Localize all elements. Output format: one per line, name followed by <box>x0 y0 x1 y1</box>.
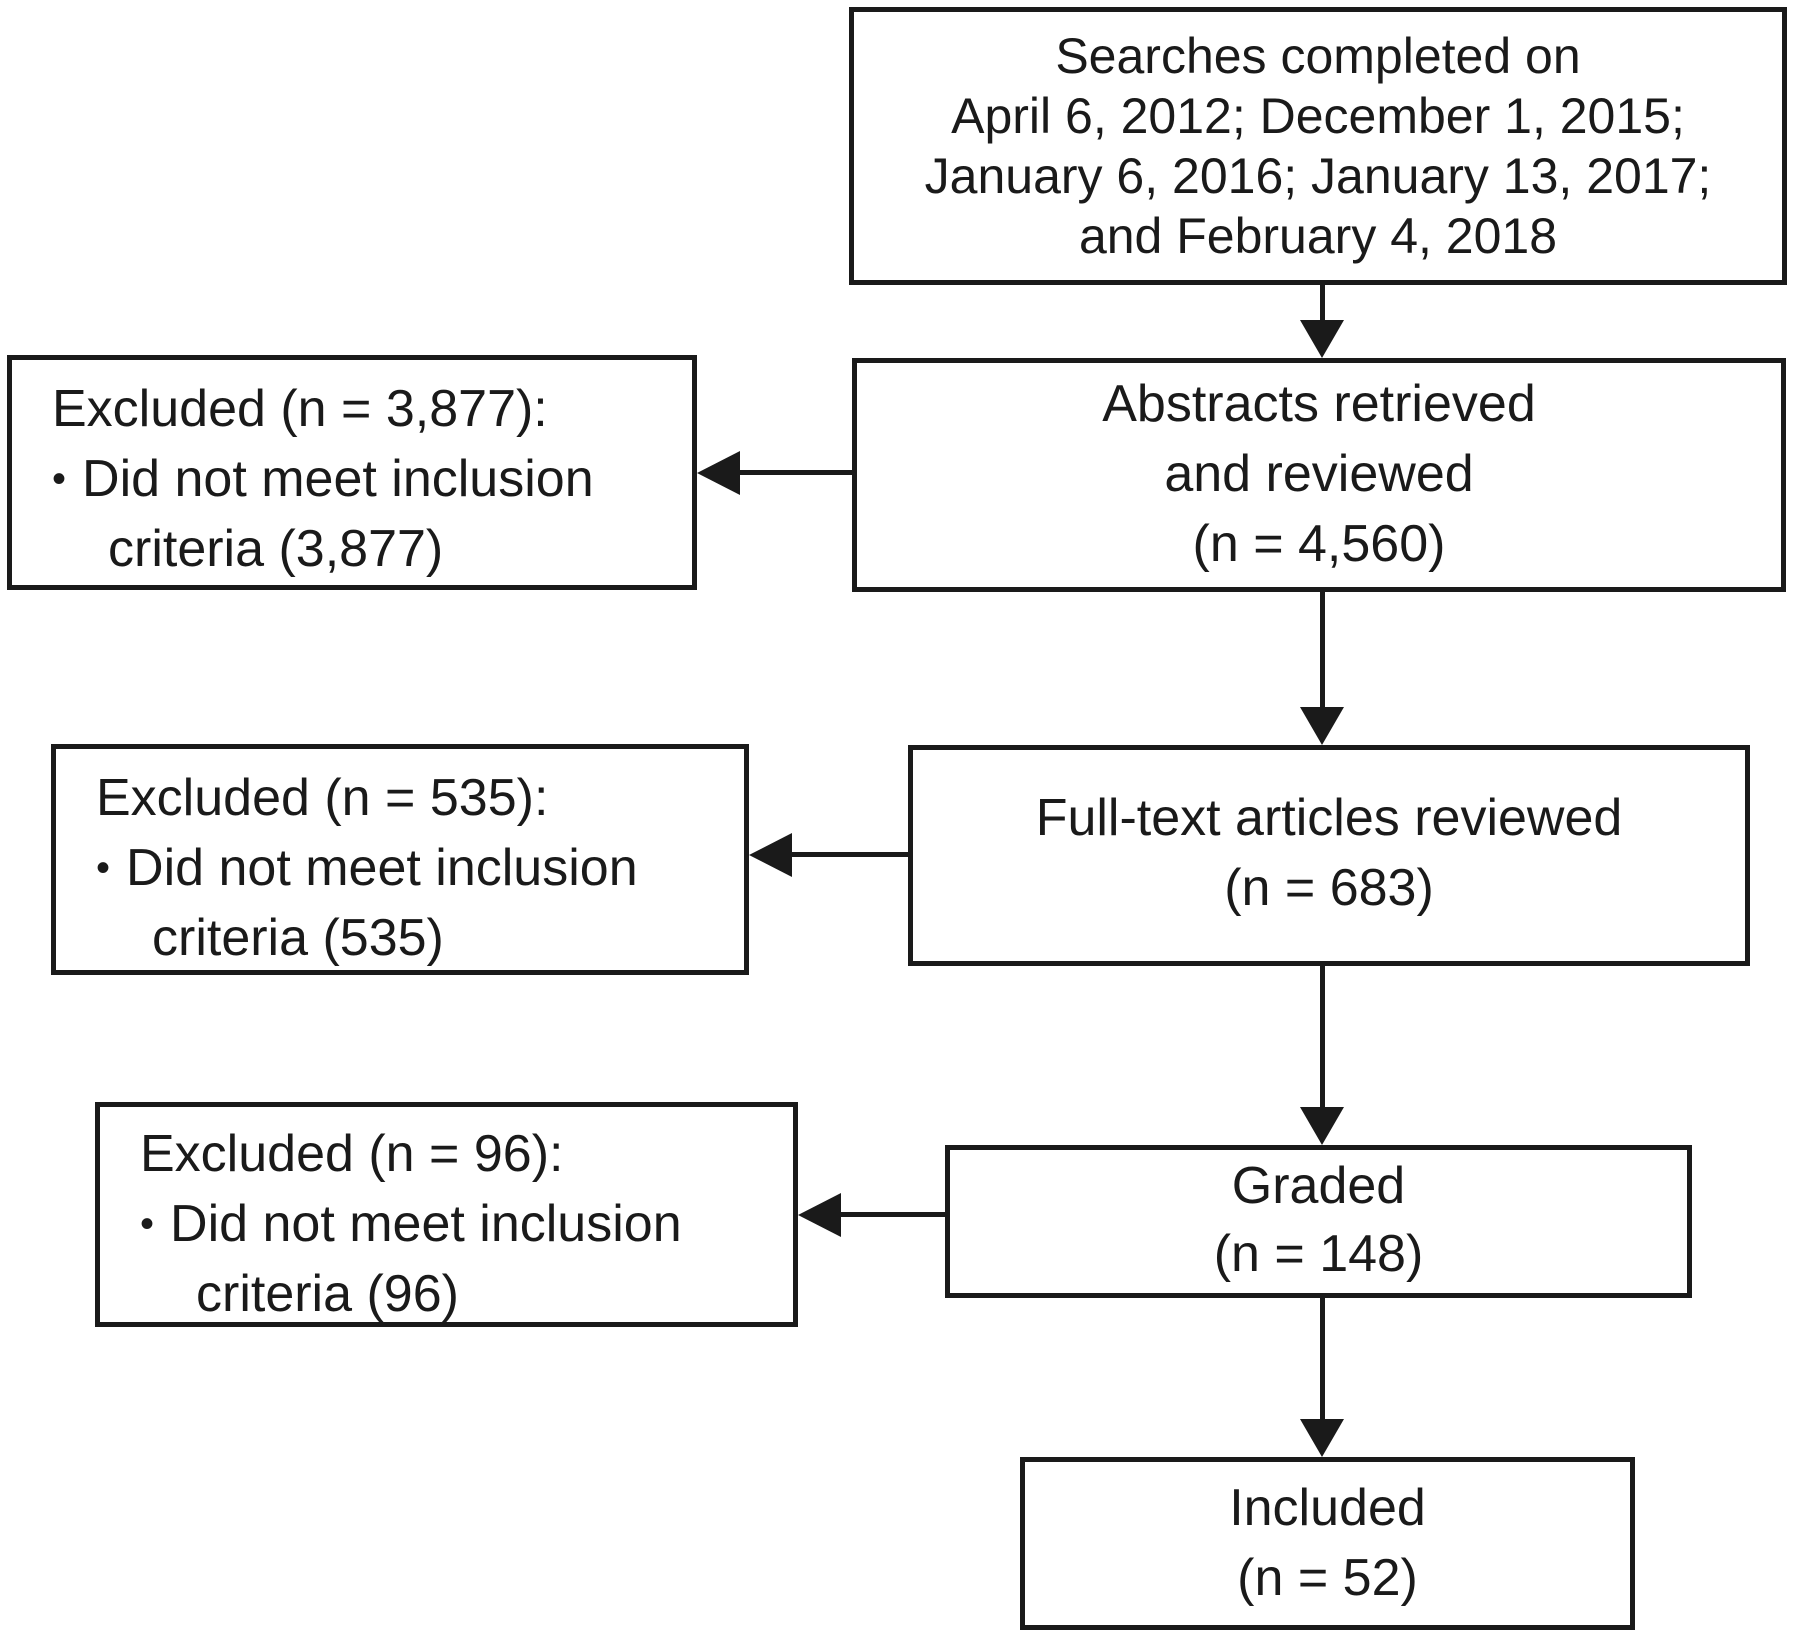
searches-completed-box: Searches completed on April 6, 2012; Dec… <box>849 7 1787 285</box>
searches-line-2: April 6, 2012; December 1, 2015; <box>951 88 1685 144</box>
arrowhead-down-icon <box>1300 707 1344 745</box>
abstracts-count: (n = 4,560) <box>1192 515 1446 573</box>
bullet-icon: • <box>96 846 111 890</box>
fulltext-reviewed-box: Full-text articles reviewed (n = 683) <box>908 745 1750 966</box>
excluded-graded-reason-cont: criteria (96) <box>196 1265 459 1323</box>
bullet-icon: • <box>140 1202 155 1246</box>
excluded-graded-reason: Did not meet inclusion <box>170 1195 682 1253</box>
excluded-fulltext-reason: Did not meet inclusion <box>126 839 638 897</box>
included-line-1: Included <box>1229 1479 1426 1537</box>
fulltext-line-1: Full-text articles reviewed <box>1035 789 1623 847</box>
excluded-graded-box: Excluded (n = 96): • Did not meet inclusi… <box>95 1102 798 1327</box>
searches-line-3: January 6, 2016; January 13, 2017; <box>924 148 1712 204</box>
included-count: (n = 52) <box>1237 1549 1418 1607</box>
arrow-abstracts-to-excluded <box>738 470 852 475</box>
bullet-icon: • <box>52 457 67 501</box>
searches-line-1: Searches completed on <box>1055 28 1581 84</box>
arrowhead-left-icon <box>697 451 740 495</box>
graded-count: (n = 148) <box>1213 1225 1424 1283</box>
searches-line-4: and February 4, 2018 <box>1078 208 1558 264</box>
excluded-graded-title: Excluded (n = 96): <box>140 1125 564 1183</box>
excluded-fulltext-bullet-line: • Did not meet inclusion <box>96 833 734 903</box>
excluded-graded-bullet-line: • Did not meet inclusion <box>140 1189 783 1259</box>
arrow-graded-to-included <box>1320 1298 1325 1422</box>
fulltext-count: (n = 683) <box>1224 859 1434 917</box>
excluded-abstracts-reason: Did not meet inclusion <box>82 450 594 508</box>
arrow-graded-to-excluded <box>839 1212 945 1217</box>
excluded-fulltext-box: Excluded (n = 535): • Did not meet inclus… <box>51 744 749 975</box>
excluded-abstracts-title: Excluded (n = 3,877): <box>52 380 548 438</box>
excluded-abstracts-reason-cont: criteria (3,877) <box>108 520 444 578</box>
abstracts-line-1: Abstracts retrieved <box>1102 375 1536 433</box>
graded-line-1: Graded <box>1231 1157 1406 1215</box>
arrowhead-left-icon <box>798 1193 841 1237</box>
excluded-fulltext-title: Excluded (n = 535): <box>96 769 549 827</box>
abstracts-line-2: and reviewed <box>1164 445 1474 503</box>
excluded-abstracts-bullet-line: • Did not meet inclusion <box>52 444 682 514</box>
excluded-abstracts-box: Excluded (n = 3,877): • Did not meet incl… <box>7 355 697 590</box>
arrowhead-down-icon <box>1300 1419 1344 1457</box>
arrow-fulltext-to-excluded <box>790 852 908 857</box>
arrow-fulltext-to-graded <box>1320 966 1325 1110</box>
graded-box: Graded (n = 148) <box>945 1145 1692 1298</box>
arrowhead-down-icon <box>1300 320 1344 358</box>
arrowhead-down-icon <box>1300 1107 1344 1145</box>
excluded-fulltext-reason-cont: criteria (535) <box>152 909 444 967</box>
included-box: Included (n = 52) <box>1020 1457 1635 1630</box>
abstracts-reviewed-box: Abstracts retrieved and reviewed (n = 4,… <box>852 358 1786 592</box>
arrow-abstracts-to-fulltext <box>1320 592 1325 710</box>
arrowhead-left-icon <box>749 833 792 877</box>
arrow-searches-to-abstracts <box>1320 285 1325 323</box>
